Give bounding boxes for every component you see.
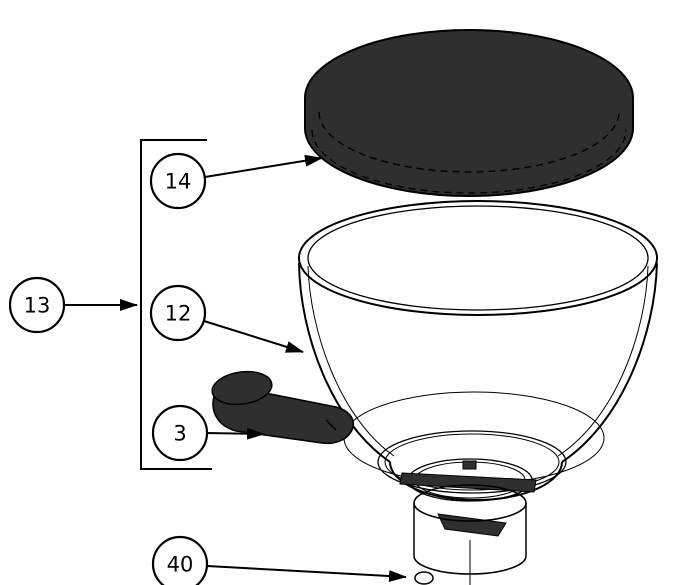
bowl-bottom-edge bbox=[389, 461, 563, 501]
balloon-14-label: 14 bbox=[165, 169, 192, 193]
balloon-14: 14 bbox=[149, 152, 207, 210]
bowl-innerwall-right bbox=[557, 265, 649, 457]
outlet-bar bbox=[399, 472, 537, 493]
balloon-12-circle bbox=[149, 284, 207, 342]
lever-tip-detail bbox=[325, 419, 337, 431]
lid-body bbox=[304, 29, 634, 197]
bowl-rim-inner bbox=[307, 205, 649, 311]
balloon-13-label: 13 bbox=[24, 293, 51, 317]
outlet-tab bbox=[462, 460, 477, 470]
bowl-ring-outer-1 bbox=[377, 430, 567, 494]
balloon-13: 13 bbox=[8, 276, 66, 334]
bowl-innerwall-left bbox=[307, 265, 395, 457]
balloon-40-circle bbox=[151, 535, 209, 585]
bowl-wall-left bbox=[298, 262, 391, 463]
leader-14 bbox=[204, 154, 323, 178]
part-lid-drawing bbox=[304, 29, 634, 197]
part-lever-drawing bbox=[211, 370, 355, 445]
lid-hidden-edge-1 bbox=[318, 111, 620, 173]
bowl-ring-outer-2 bbox=[384, 433, 560, 491]
balloon-13-circle bbox=[8, 276, 66, 334]
leader-3 bbox=[206, 427, 265, 440]
outlet-wedge bbox=[437, 513, 507, 537]
bowl-rim-outer bbox=[298, 200, 658, 316]
balloon-14-circle bbox=[149, 152, 207, 210]
lever-knob bbox=[211, 370, 273, 406]
group-bracket bbox=[140, 139, 212, 470]
spout-foot bbox=[414, 571, 434, 585]
bowl-funnel-ellipse bbox=[343, 391, 605, 485]
leader-12 bbox=[203, 320, 304, 353]
balloon-3: 3 bbox=[151, 404, 209, 462]
balloon-40-label: 40 bbox=[167, 552, 194, 576]
balloon-3-circle bbox=[151, 404, 209, 462]
balloon-12: 12 bbox=[149, 284, 207, 342]
balloon-40: 40 bbox=[151, 535, 209, 585]
part-bowl-drawing bbox=[298, 200, 658, 585]
balloon-3-label: 3 bbox=[173, 421, 186, 445]
bowl-wall-right bbox=[561, 262, 658, 463]
leader-40 bbox=[206, 565, 407, 583]
lid-hidden-edge-2 bbox=[311, 129, 627, 194]
balloon-12-label: 12 bbox=[165, 301, 192, 325]
